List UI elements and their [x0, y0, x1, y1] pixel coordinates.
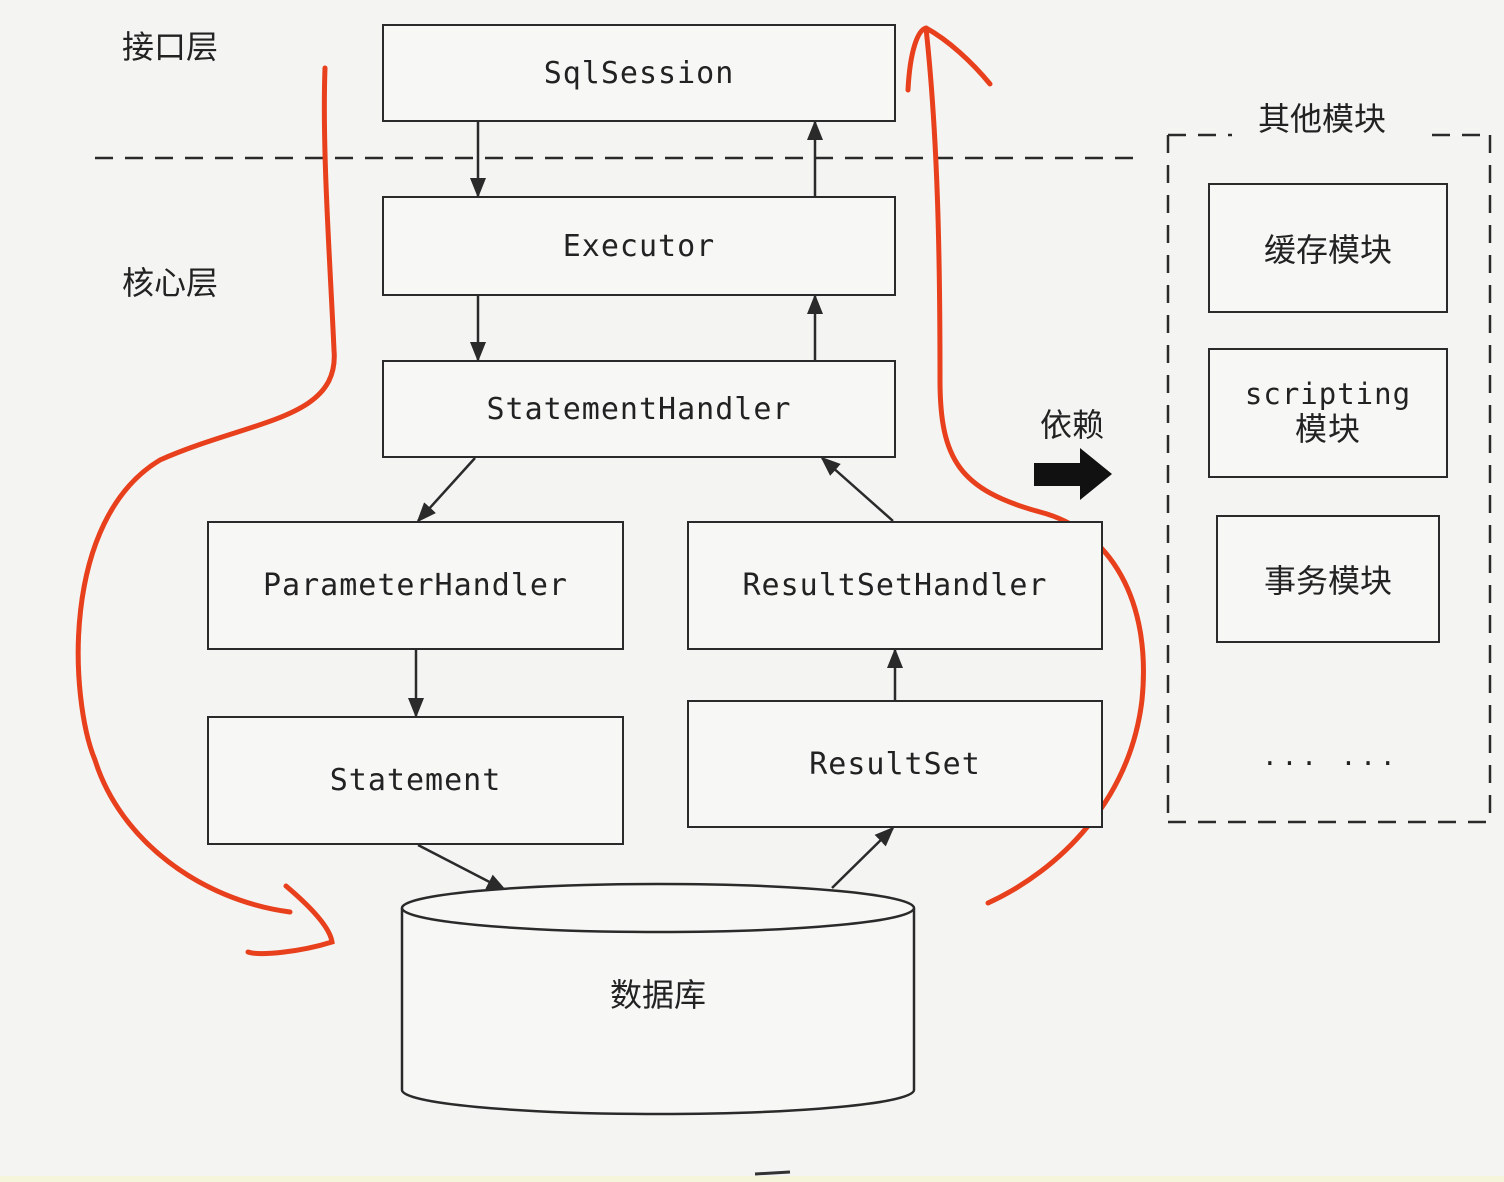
more-modules-ellipsis: ... ...	[1262, 742, 1400, 772]
other-modules-title: 其他模块	[1258, 100, 1387, 138]
statement-handler-box: StatementHandler	[382, 360, 896, 458]
database-cylinder	[400, 882, 916, 1116]
executor-box: Executor	[382, 196, 896, 296]
arrow-statement-to-database	[417, 843, 507, 892]
statement-box: Statement	[207, 716, 624, 845]
cache-module-box: 缓存模块	[1208, 183, 1448, 313]
dependency-arrow-icon	[1034, 448, 1112, 500]
arrow-resultsethandler-to-statementhandler	[820, 456, 894, 522]
red-response-flow-annotation	[905, 25, 1146, 906]
database-label: 数据库	[609, 976, 706, 1014]
core-layer-label: 核心层	[122, 264, 219, 302]
parameter-handler-box: ParameterHandler	[207, 521, 624, 650]
page-fragment-mark	[754, 1170, 791, 1176]
interface-layer-label: 接口层	[122, 28, 219, 66]
scripting-module-label-line1: scripting	[1244, 376, 1412, 411]
arrow-database-to-resultset	[831, 826, 895, 889]
red-request-flow-annotation	[75, 65, 337, 956]
sqlsession-box: SqlSession	[382, 24, 896, 122]
bottom-highlight-strip	[0, 1176, 1504, 1182]
scripting-module-label-line2: 模块	[1294, 410, 1361, 449]
arrow-statementhandler-to-parameterhandler	[416, 457, 476, 523]
resultset-handler-box: ResultSetHandler	[687, 521, 1103, 650]
other-modules-container-border	[1166, 133, 1492, 824]
transaction-module-box: 事务模块	[1216, 515, 1440, 643]
resultset-box: ResultSet	[687, 700, 1103, 828]
dependency-label: 依赖	[1040, 406, 1105, 444]
